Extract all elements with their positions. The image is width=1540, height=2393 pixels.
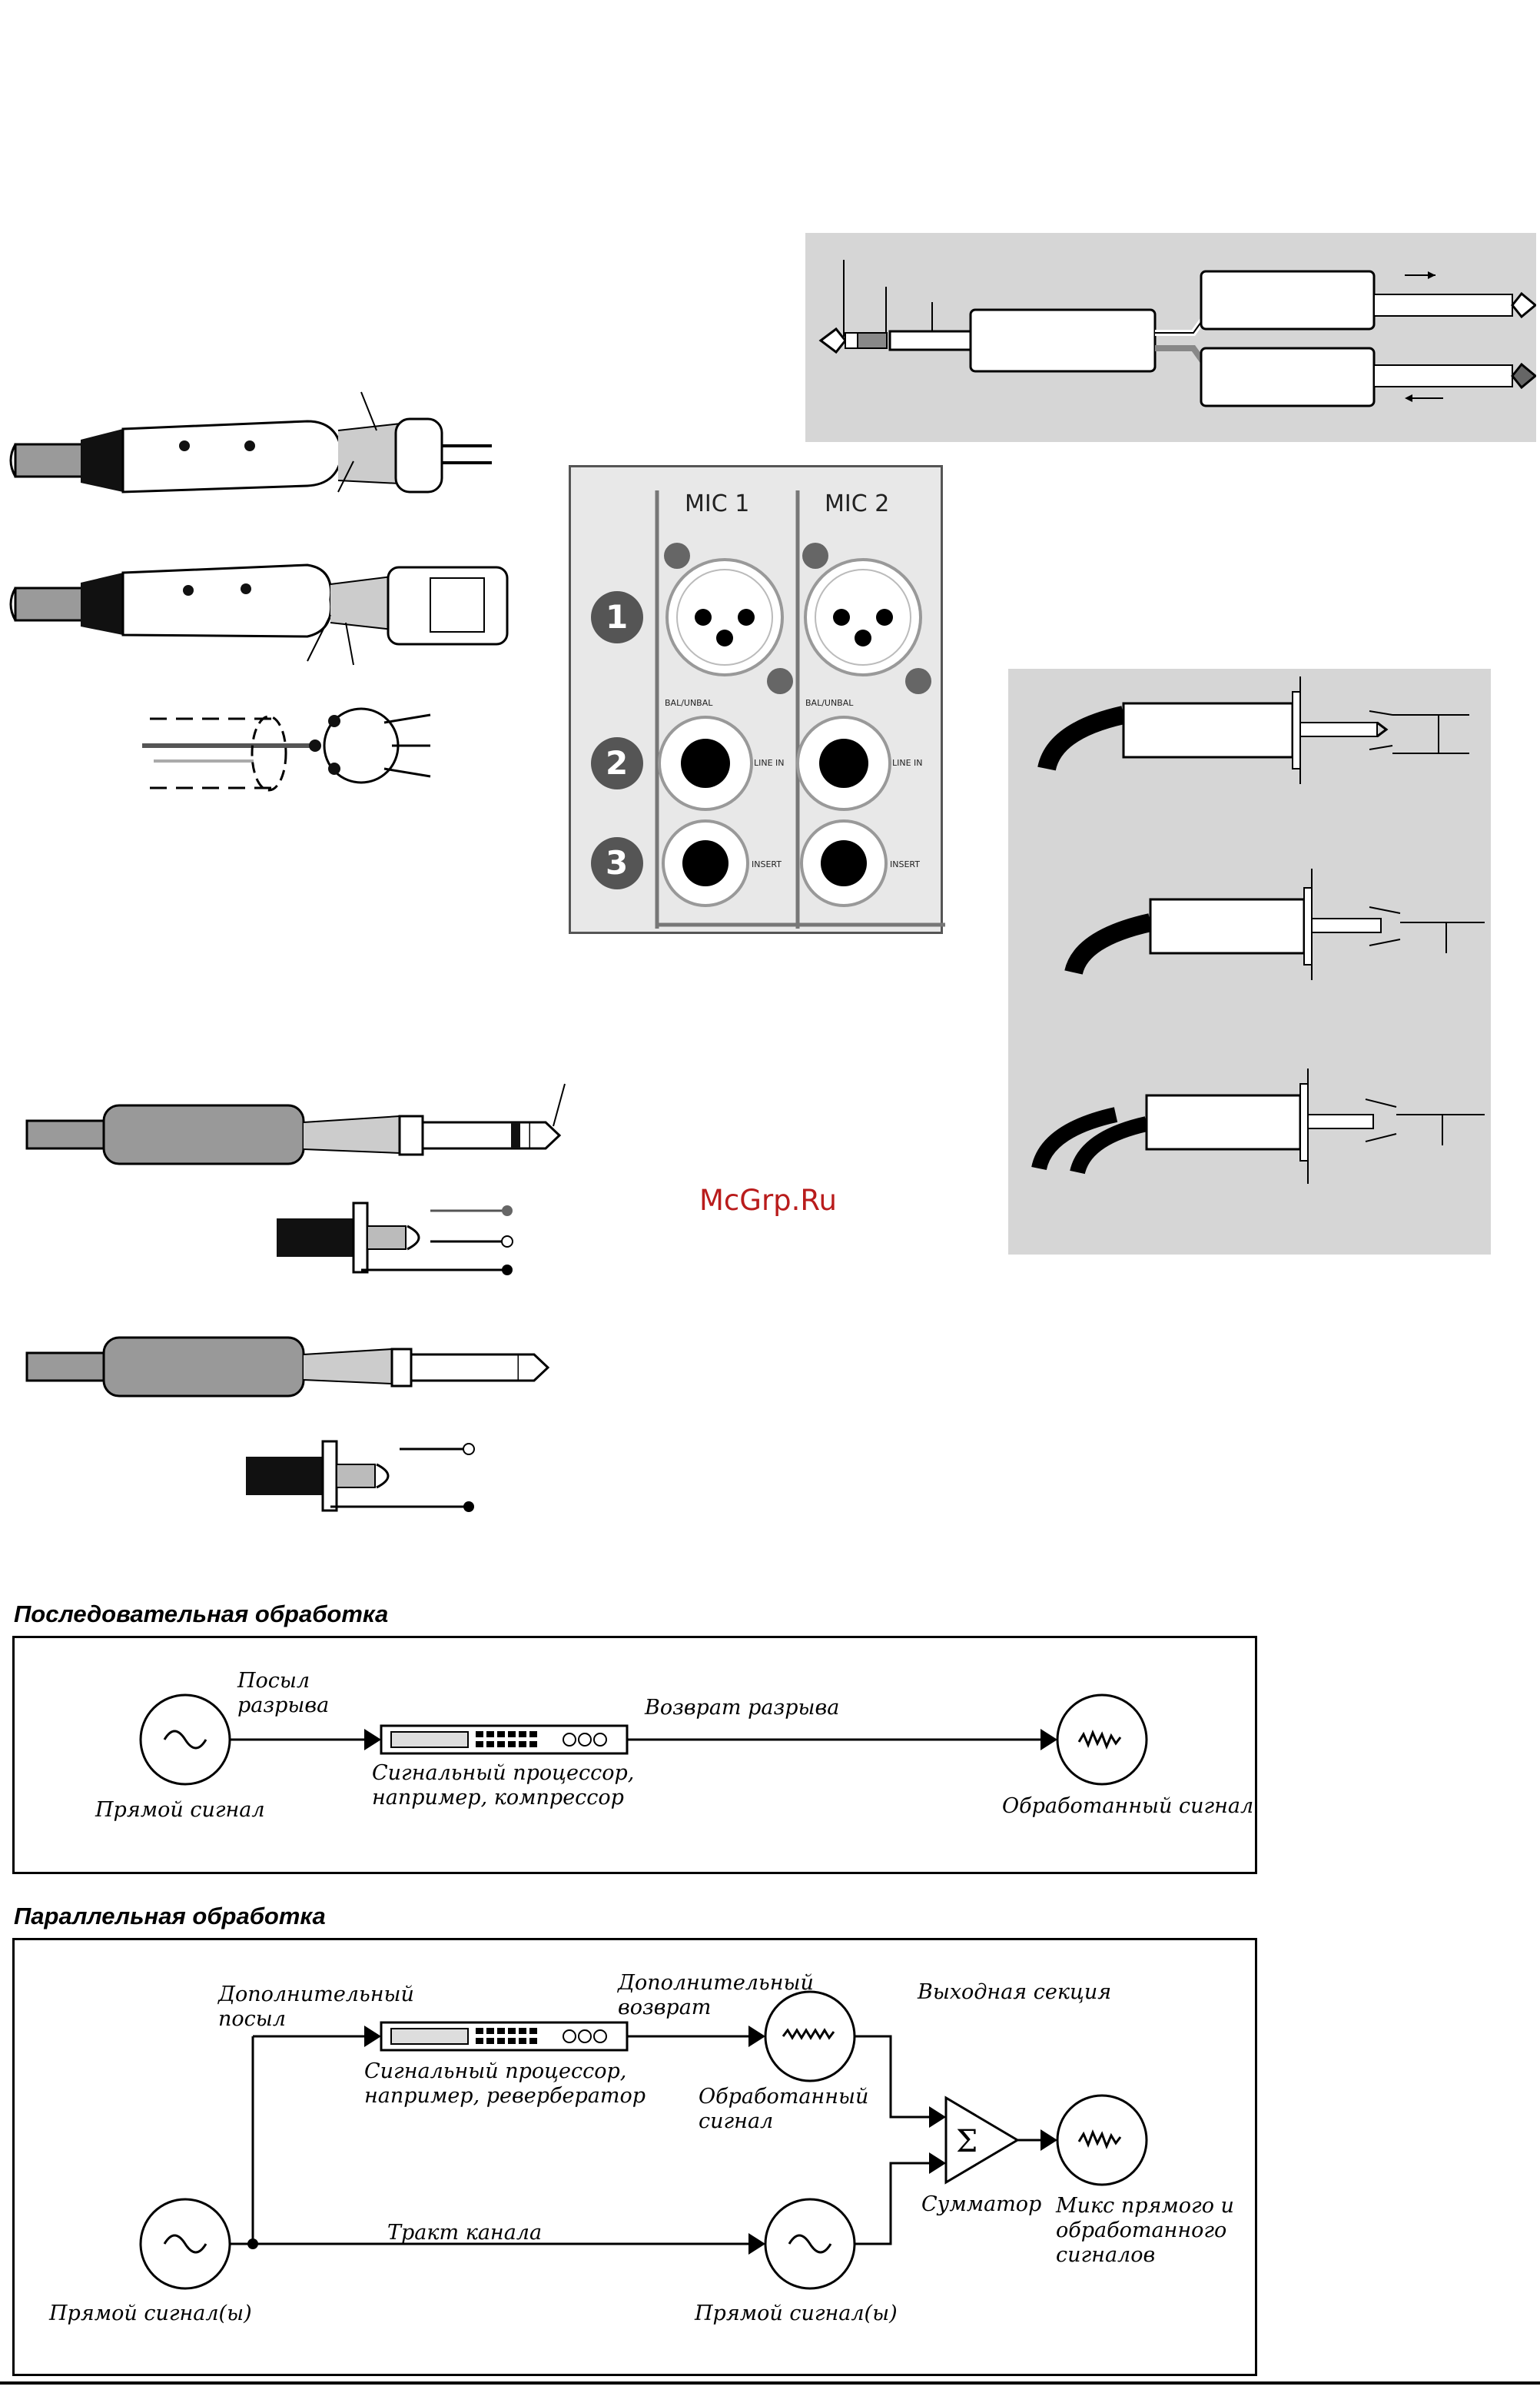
aux-send-label: Дополнительный посыл	[218, 1983, 414, 2031]
jack-insertion-drawing	[1031, 676, 1485, 1184]
send-label: Посыл разрыва	[237, 1669, 330, 1717]
bottom-rule	[0, 2381, 1540, 2385]
parallel-heading: Параллельная обработка	[14, 1903, 326, 1929]
processor-label: Сигнальный процессор, например, компресс…	[372, 1761, 635, 1810]
serial-heading: Последовательная обработка	[14, 1600, 389, 1627]
serial-diagram-frame: Посыл разрыва Возврат разрыва Сигнальный…	[12, 1636, 1257, 1874]
xlr-male-connector	[9, 391, 492, 494]
line-in-label-1: LINE IN	[754, 758, 785, 768]
channel-label-mic2: MIC 2	[825, 490, 890, 517]
processed-label: Обработанный сигнал	[1002, 1794, 1254, 1818]
channel-label-mic1: MIC 1	[685, 490, 750, 517]
bal-unbal-label-2: BAL/UNBAL	[805, 698, 854, 708]
line-in-label-2: LINE IN	[892, 758, 923, 768]
bal-unbal-label-1: BAL/UNBAL	[665, 698, 713, 708]
direct-left-label: Прямой сигнал(ы)	[49, 2302, 252, 2325]
trs-plug	[25, 1083, 566, 1165]
insert-cable-drawing	[818, 260, 1538, 407]
aux-return-label: Дополнительный возврат	[618, 1971, 814, 2019]
row-number-2: 2	[606, 744, 629, 782]
row-number-1: 1	[606, 598, 629, 636]
insert-cable-panel	[805, 233, 1538, 442]
return-label: Возврат разрыва	[645, 1696, 840, 1720]
svg-text:Σ: Σ	[956, 2124, 977, 2159]
jack-plug-drawings	[25, 1083, 566, 1512]
summer-icon	[944, 2096, 1020, 2185]
xlr-wiring-schematic	[142, 707, 431, 792]
output-section-label: Выходная секция	[918, 1980, 1112, 2004]
direct-right-label: Прямой сигнал(ы)	[695, 2302, 898, 2325]
mix-signal-icon	[1056, 2094, 1148, 2186]
row-number-3: 3	[606, 844, 629, 882]
summer-label: Сумматор	[921, 2192, 1042, 2216]
jack-insert-full	[1037, 676, 1469, 784]
serial-diagram	[139, 1693, 1148, 1786]
channel-path-label: Тракт канала	[387, 2221, 543, 2245]
mix-label: Микс прямого и обработанного сигналов	[1056, 2194, 1234, 2267]
ts-jack-schematic	[246, 1440, 475, 1512]
processed-signal-icon	[1056, 1693, 1148, 1786]
parallel-diagram-frame: Σ Дополнительный посыл Дополнительный во…	[12, 1938, 1257, 2376]
direct-label: Прямой сигнал	[95, 1798, 265, 1822]
parallel-diagram: Σ	[139, 1990, 1148, 2290]
insert-label-2: INSERT	[890, 859, 920, 869]
trs-jack-schematic	[277, 1201, 513, 1275]
mixer-panel-drawing	[591, 490, 945, 929]
jack-insert-stereo	[1031, 1069, 1485, 1184]
watermark: McGrp.Ru	[699, 1184, 837, 1217]
reverb-processor-label: Сигнальный процессор, например, ревербер…	[364, 2059, 646, 2108]
xlr-female-connector	[9, 563, 509, 666]
ts-plug	[25, 1336, 550, 1398]
jack-insertion-panel	[1008, 669, 1491, 1255]
jack-insert-partial	[1064, 869, 1485, 980]
processed-label: Обработанный сигнал	[699, 2085, 869, 2133]
xlr-connector-drawings	[9, 391, 509, 792]
insert-label-1: INSERT	[752, 859, 782, 869]
mixer-input-panel: MIC 1 MIC 2 1 2 3 BAL/UNBAL BAL/UNBAL LI…	[569, 465, 945, 934]
